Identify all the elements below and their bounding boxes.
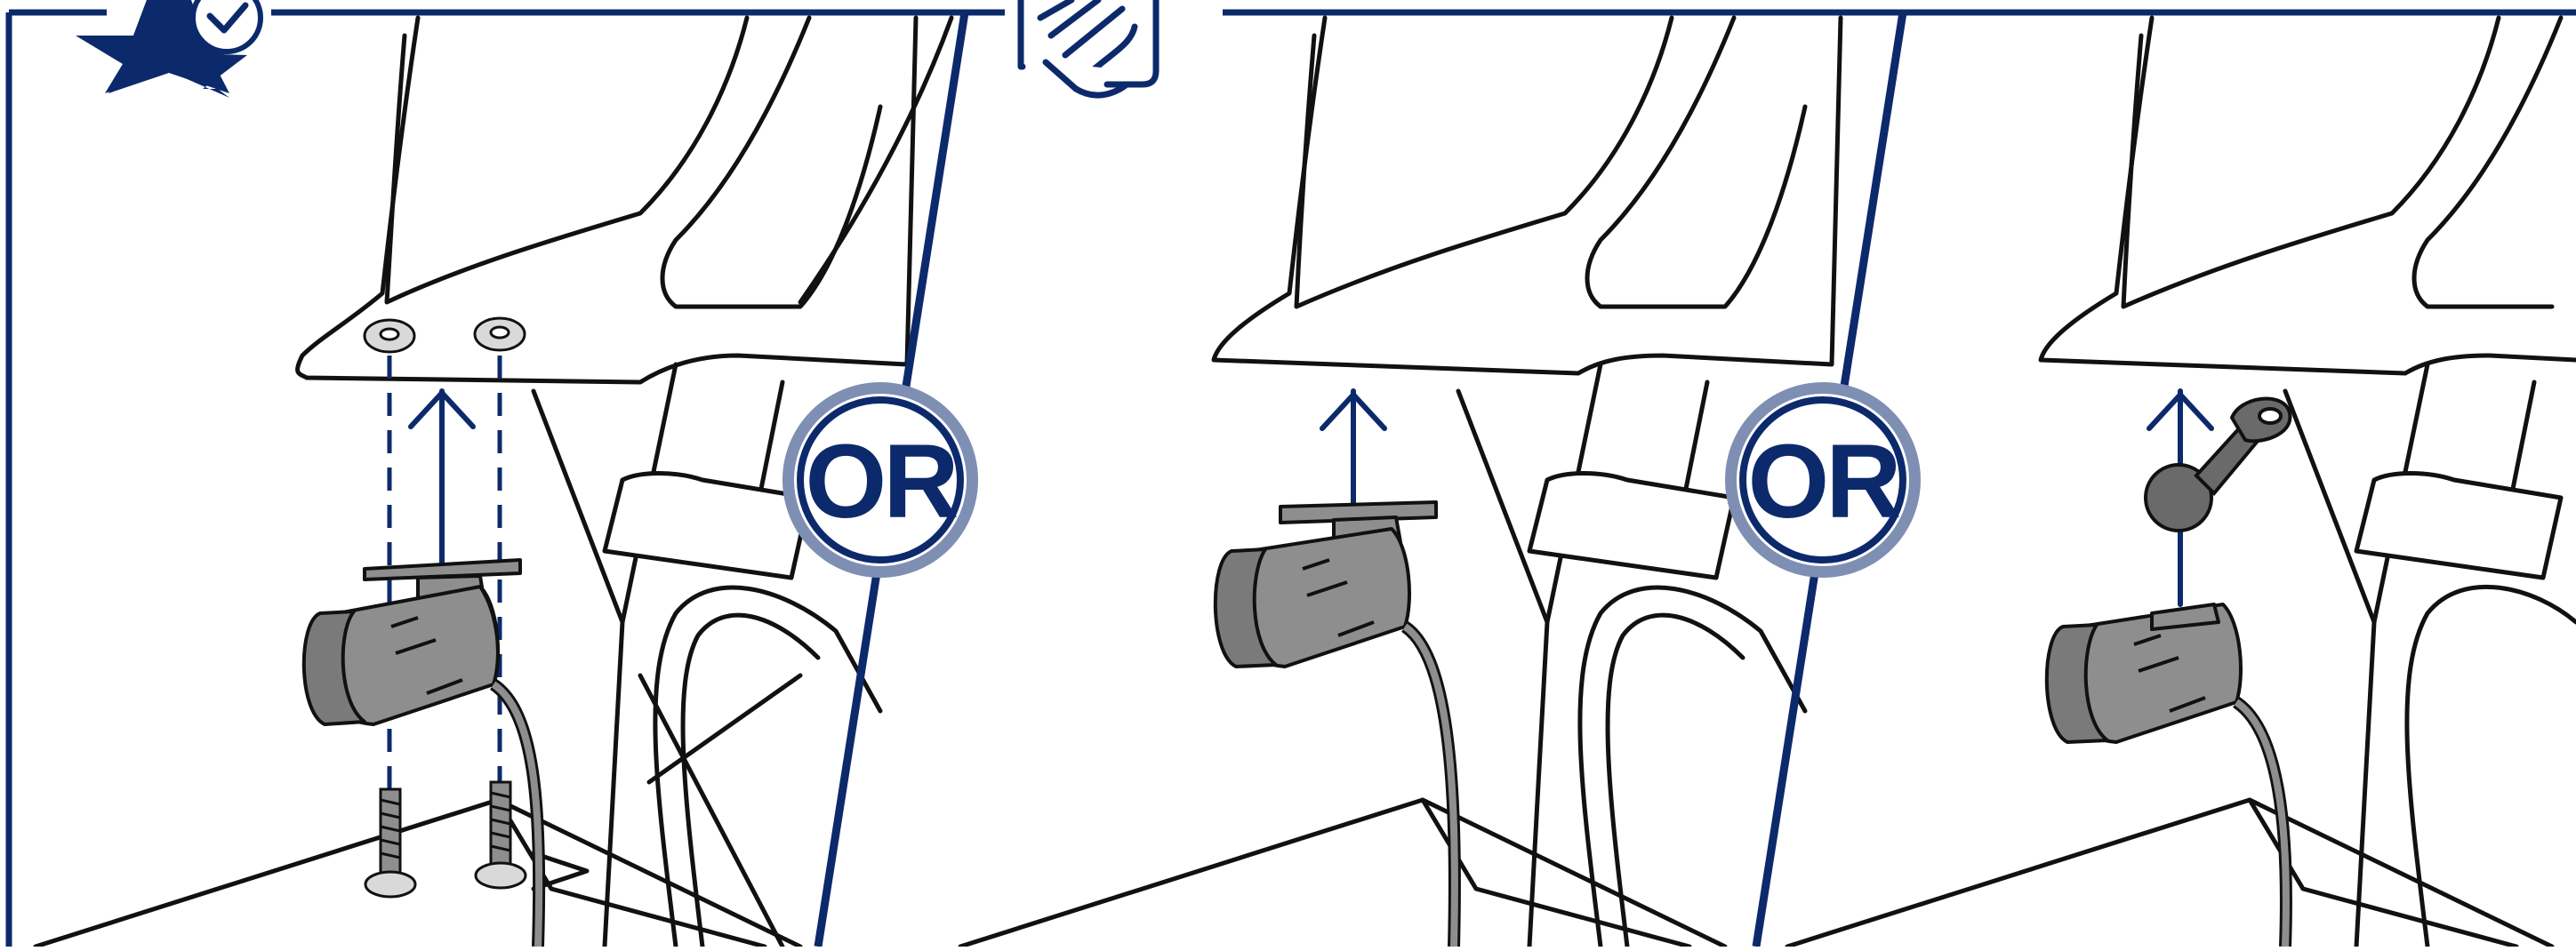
or-badge-2: OR <box>1725 382 1921 578</box>
or-label-1: OR <box>806 423 958 540</box>
base-plate-edge-2 <box>1423 800 1689 947</box>
cable-loop-3 <box>2407 587 2576 947</box>
fork-bracket-2 <box>1214 18 1841 373</box>
frame-tube-left-3 <box>2285 391 2374 947</box>
fog-light-2 <box>1216 502 1455 947</box>
frame-tube-left <box>534 391 622 947</box>
fork-bracket-3 <box>2041 18 2576 373</box>
nut-left <box>365 320 414 352</box>
frame-tube-left-2 <box>1458 391 1547 947</box>
hand-icon <box>1021 0 1156 95</box>
panel-2-adhesive <box>960 18 1841 947</box>
or-badge-1: OR <box>782 382 978 578</box>
bolt-left <box>365 789 415 897</box>
nut-right <box>475 318 525 350</box>
or-label-2: OR <box>1748 423 1900 540</box>
up-arrow-2 <box>1322 391 1384 507</box>
ball-mount <box>2146 399 2290 531</box>
up-arrow-1 <box>411 391 473 569</box>
fog-light-3 <box>2047 604 2286 947</box>
